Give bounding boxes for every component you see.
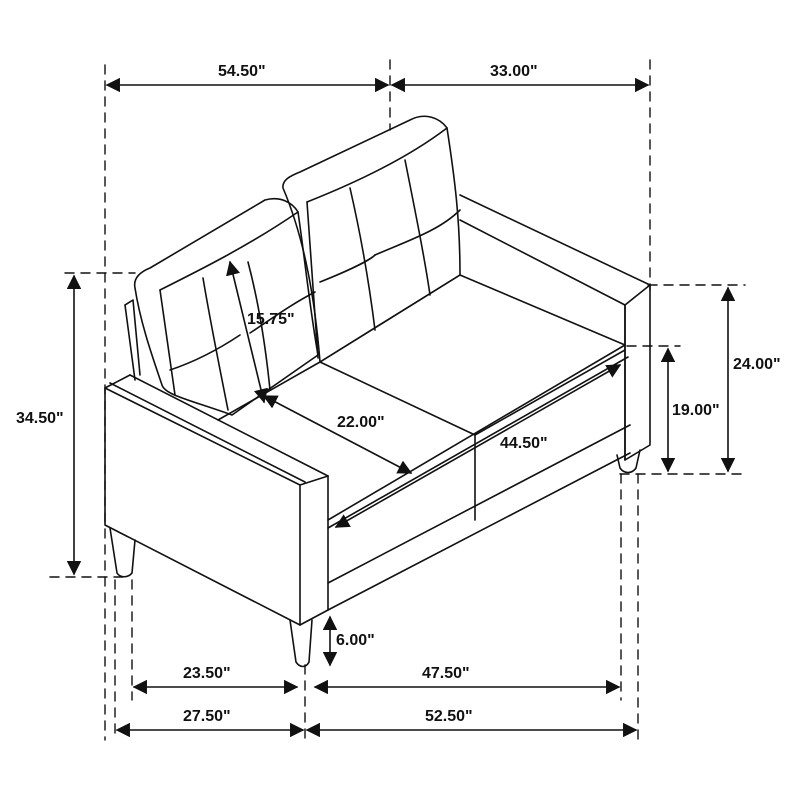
outer-leg-width-label: 52.50"	[425, 708, 473, 725]
seat-width-label: 44.50"	[500, 435, 548, 452]
seat-height-label: 19.00"	[672, 402, 720, 419]
overall-depth-label: 33.00"	[490, 63, 538, 80]
extension-lines	[49, 59, 746, 741]
sofa-outline	[104, 115, 651, 668]
arm-height-label: 24.00"	[733, 356, 781, 373]
leg-height-label: 6.00"	[336, 632, 375, 649]
outer-leg-depth-label: 27.50"	[183, 708, 231, 725]
back-height-label: 15.75"	[247, 311, 295, 328]
dimension-lines	[66, 77, 736, 738]
inner-leg-depth-label: 23.50"	[183, 665, 231, 682]
overall-width-label: 54.50"	[218, 63, 266, 80]
overall-height-label: 34.50"	[16, 410, 64, 427]
seat-depth-label: 22.00"	[337, 414, 385, 431]
inner-leg-width-label: 47.50"	[422, 665, 470, 682]
